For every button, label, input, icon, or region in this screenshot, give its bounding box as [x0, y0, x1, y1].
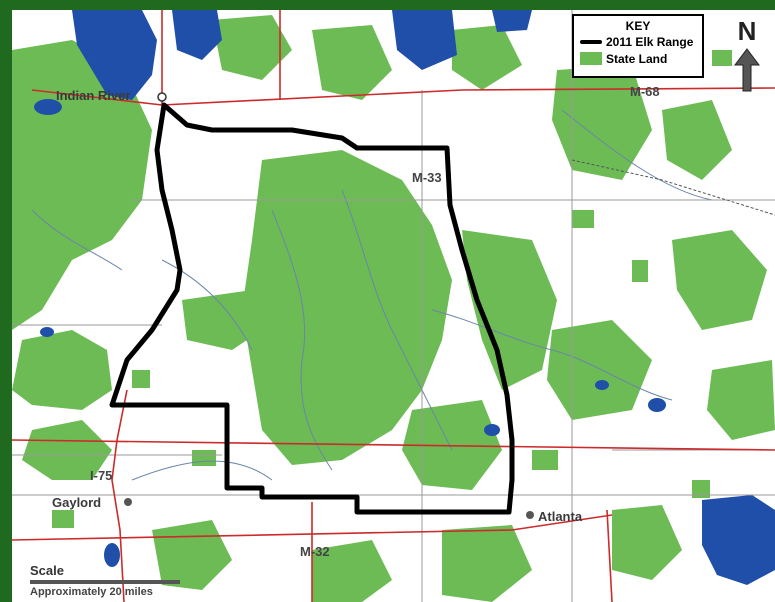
state-land-area — [192, 450, 216, 466]
state-land-area — [22, 420, 112, 480]
map-canvas: Indian River Gaylord Atlanta M-68 M-33 I… — [12, 10, 775, 602]
state-land-area — [12, 330, 112, 410]
highway-road — [161, 87, 775, 106]
lake — [72, 10, 157, 100]
stream-layer — [31, 109, 713, 481]
north-arrow: N — [733, 16, 761, 96]
water-layer — [34, 10, 775, 585]
north-label: N — [737, 16, 757, 46]
place-dot-gaylord — [124, 498, 132, 506]
stream — [131, 460, 273, 481]
lake — [492, 10, 532, 32]
lake — [104, 543, 120, 567]
state-land-area — [672, 230, 767, 330]
state-land-area — [182, 290, 262, 350]
state-land-area — [312, 25, 392, 100]
lake — [648, 398, 666, 412]
place-label-indian-river: Indian River — [56, 88, 130, 103]
place-dot-atlanta — [526, 511, 534, 519]
scale-line — [30, 580, 180, 584]
lake — [595, 380, 609, 390]
legend-label: 2011 Elk Range — [606, 34, 694, 49]
state-land-area — [692, 480, 710, 498]
place-label-atlanta: Atlanta — [538, 509, 583, 524]
state-land-area — [612, 505, 682, 580]
state-land-area — [632, 260, 648, 282]
state-land-area — [442, 525, 532, 602]
scale-label: Scale — [30, 563, 64, 578]
state-land-layer — [12, 15, 775, 602]
lake — [702, 495, 775, 585]
place-label-gaylord: Gaylord — [52, 495, 101, 510]
state-land-area — [452, 25, 522, 90]
state-land-area — [552, 65, 652, 180]
legend-title: KEY — [625, 19, 651, 33]
state-land-area — [242, 150, 452, 465]
scale-bar: Scale Approximately 20 miles — [30, 563, 230, 602]
highway-road — [31, 89, 163, 106]
places-layer: Indian River Gaylord Atlanta M-68 M-33 I… — [52, 84, 660, 559]
road-label-i75: I-75 — [90, 468, 112, 483]
place-dot-indian-river — [157, 92, 167, 102]
county-roads-layer — [12, 10, 775, 602]
state-land-area — [462, 230, 557, 390]
lake — [392, 10, 457, 70]
state-land-area — [712, 50, 732, 66]
state-land-area — [532, 450, 558, 470]
highway-road — [606, 509, 613, 602]
stream — [31, 209, 123, 271]
state-land-area — [52, 510, 74, 528]
state-land-area — [707, 360, 775, 440]
state-land-area — [662, 100, 732, 180]
legend-item-elk-range: 2011 Elk Range — [580, 33, 702, 50]
stream — [161, 259, 253, 351]
map-svg: Indian River Gaylord Atlanta M-68 M-33 I… — [12, 10, 775, 602]
rail-layer — [571, 159, 775, 216]
state-land-area — [212, 15, 292, 80]
lake — [34, 99, 62, 115]
state-land-area — [132, 370, 150, 388]
state-land-area — [312, 540, 392, 602]
road-label-m68: M-68 — [630, 84, 660, 99]
state-land-area — [572, 210, 594, 228]
state-land-area — [547, 320, 652, 420]
road-label-m33: M-33 — [412, 170, 442, 185]
highway-road — [111, 389, 128, 602]
lake — [40, 327, 54, 337]
highway-layer — [12, 10, 775, 602]
elk-range-swatch — [580, 39, 602, 44]
stream — [431, 309, 673, 401]
state-land-swatch — [580, 52, 602, 65]
road-label-m32: M-32 — [300, 544, 330, 559]
stream — [561, 109, 713, 201]
elk-range-boundary — [109, 102, 515, 515]
highway-road — [12, 439, 775, 451]
lake — [172, 10, 222, 60]
scale-distance: Approximately 20 miles — [30, 586, 153, 598]
highway-road — [12, 514, 613, 541]
legend-item-state-land: State Land — [580, 50, 702, 67]
lake — [484, 424, 500, 436]
stream — [271, 209, 333, 471]
legend-label: State Land — [606, 51, 668, 66]
stream — [341, 189, 453, 451]
rail-line — [571, 159, 775, 216]
north-arrow-icon — [734, 48, 760, 92]
map-legend: KEY 2011 Elk Range State Land — [572, 14, 704, 78]
